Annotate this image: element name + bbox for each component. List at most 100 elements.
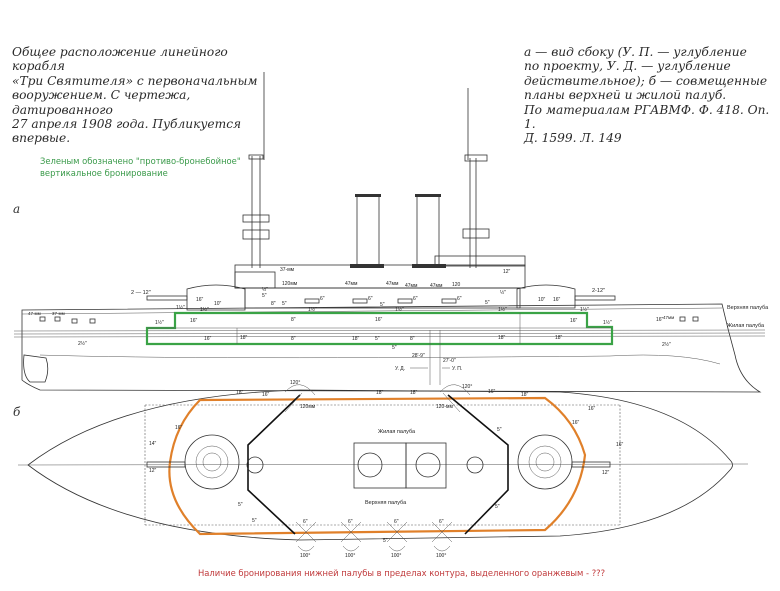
plan-armor-bow-12: 12" (149, 468, 157, 474)
armor-half-a: ½" (262, 286, 268, 293)
draught-actual-value: 28'-9" (412, 353, 425, 359)
plan-armor-stern-16b: 16" (488, 389, 496, 395)
plan-arc-100-c: 100° (391, 553, 401, 559)
arc-120-b (439, 384, 471, 396)
arc-4 (433, 545, 451, 552)
gun-sector-3 (386, 521, 408, 543)
gun-label-6in-c: 6" (413, 296, 418, 302)
plan-armor-belt-d: 16" (175, 425, 183, 431)
main-mast-plan (466, 456, 484, 474)
plan-120mm-a: 120мм (300, 404, 316, 410)
armor-main-belt-3: 18" (352, 336, 360, 342)
gun-sector-4 (431, 521, 453, 543)
funnel-aft-circle (415, 452, 441, 478)
gunport-4 (89, 318, 96, 324)
armor-deck-a: 1½" (155, 319, 164, 326)
armor-upper-belt-fore: 16" (190, 318, 198, 324)
waterline-2 (13, 332, 766, 335)
plan-armor-bulk-a: 5" (252, 518, 257, 524)
plan-hull-outline (27, 389, 733, 541)
aft-turret-plan (517, 434, 573, 490)
armor-deck-g: 1½" (580, 306, 589, 313)
aft-gun-plan (571, 461, 611, 468)
armor-deck-c: 1½" (200, 306, 209, 313)
armor-aft-barbette: 10" (538, 297, 546, 303)
aft-turret-side (516, 284, 576, 309)
main-mast-yard (464, 154, 488, 162)
fore-gun-barrel (146, 295, 188, 301)
fore-fighting-top-1 (242, 214, 270, 223)
plan-armor-belt-f: 18" (521, 392, 529, 398)
hull-sheer (21, 307, 723, 315)
waterline-3 (13, 335, 766, 338)
aft-turret-plan-core (535, 452, 555, 472)
draught-design-label: У. П. (452, 366, 462, 372)
plan-armor-bulk-d: 5" (495, 504, 500, 510)
gun-label-bow-37: 37-мм (52, 311, 65, 316)
gun-sector-1 (295, 521, 317, 543)
plan-deck-label-upper: Верхняя палуба (365, 500, 407, 506)
gun-label-aft-120: 120 (452, 282, 461, 288)
armor-upper-belt-aft: 16" (570, 318, 578, 324)
waterline-1 (13, 329, 766, 332)
plan-centerline (17, 463, 749, 466)
funnel-aft-base (412, 264, 446, 268)
armor-deck-h: 1½" (603, 319, 612, 326)
gun-label-aft-main: 2-12" (592, 288, 605, 294)
gun-label-47mm-c: 47мм (405, 283, 418, 289)
plan-view: Жилая палуба Верхняя палуба 18" 18" 18" … (17, 380, 749, 559)
plan-armor-belt-a: 18" (236, 390, 244, 396)
plan-armor-bow-14: 14" (149, 441, 157, 447)
funnel-fore-circle (357, 452, 383, 478)
gun-label-6in-a: 6" (320, 296, 325, 302)
armor-deck-e: 1½" (395, 306, 404, 313)
superstructure-main (234, 264, 526, 289)
armor-bulkhead-d: 8" (410, 336, 415, 342)
plan-120mm-b: 120-мм (436, 404, 453, 410)
armor-bridge-12: 12" (503, 269, 511, 275)
armor-fore-barbette: 10" (214, 301, 222, 307)
gun-label-aft-47: 47мм (663, 315, 674, 320)
fore-mast-yard (248, 154, 264, 160)
gun-label-6in-b: 6" (368, 296, 373, 302)
gunport-1 (39, 316, 46, 322)
armor-deck-b: 1½" (176, 304, 185, 311)
armor-casemate-a: 5" (282, 301, 287, 307)
armor-half-b: ½" (500, 289, 506, 296)
bulkhead-120mm-a (284, 392, 303, 413)
caption-right: а — вид сбоку (У. П. — углубление по про… (524, 45, 770, 146)
casemate-gun-4 (441, 298, 457, 304)
plan-armor-center-5: 5" (383, 538, 388, 544)
plan-armor-belt-c: 18" (410, 390, 418, 396)
casemate-gun-2 (352, 298, 368, 304)
plan-armor-bulk-c: 5" (238, 502, 243, 508)
plan-arc-100-d: 100° (436, 553, 446, 559)
gun-label-6in-d: 6" (457, 296, 462, 302)
main-fighting-top (462, 228, 490, 239)
armor-upper-belt-end: 16" (656, 317, 664, 323)
armor-main-belt-2: 18" (240, 335, 248, 341)
deck-label-upper: Верхняя палуба (727, 305, 769, 311)
plan-armor-stern-16: 16" (616, 442, 624, 448)
citadel-bulkheads (247, 394, 509, 535)
plan-armor-belt-b: 18" (376, 390, 384, 396)
plan-armor-belt-g: 16" (588, 406, 596, 412)
armor-upper-belt-mid: 16" (375, 317, 383, 323)
funnel-aft-plan (405, 442, 447, 489)
armor-bulkhead-b: 8" (291, 317, 296, 323)
deck-label-living: Жилая палуба (727, 323, 765, 329)
funnel-fore-base (350, 264, 384, 268)
caption-left: Общее расположение линейного корабля «Тр… (12, 45, 258, 146)
gunport-6 (692, 316, 699, 322)
fore-turret-side (186, 284, 246, 311)
gun-label-47mm-b: 47мм (386, 281, 399, 287)
gun-label-bow-47: 47-мм (28, 311, 41, 316)
plan-gun-c: 6" (394, 519, 399, 525)
armor-deck-aft: 2½" (662, 341, 671, 348)
plan-arc-100-a: 100° (300, 553, 310, 559)
casemate-gun-3 (397, 298, 413, 304)
fore-bridge (234, 271, 276, 289)
gun-label-fore-main: 2 — 12" (131, 290, 151, 296)
gun-label-37mm-bridge: 37-мм (280, 267, 295, 273)
